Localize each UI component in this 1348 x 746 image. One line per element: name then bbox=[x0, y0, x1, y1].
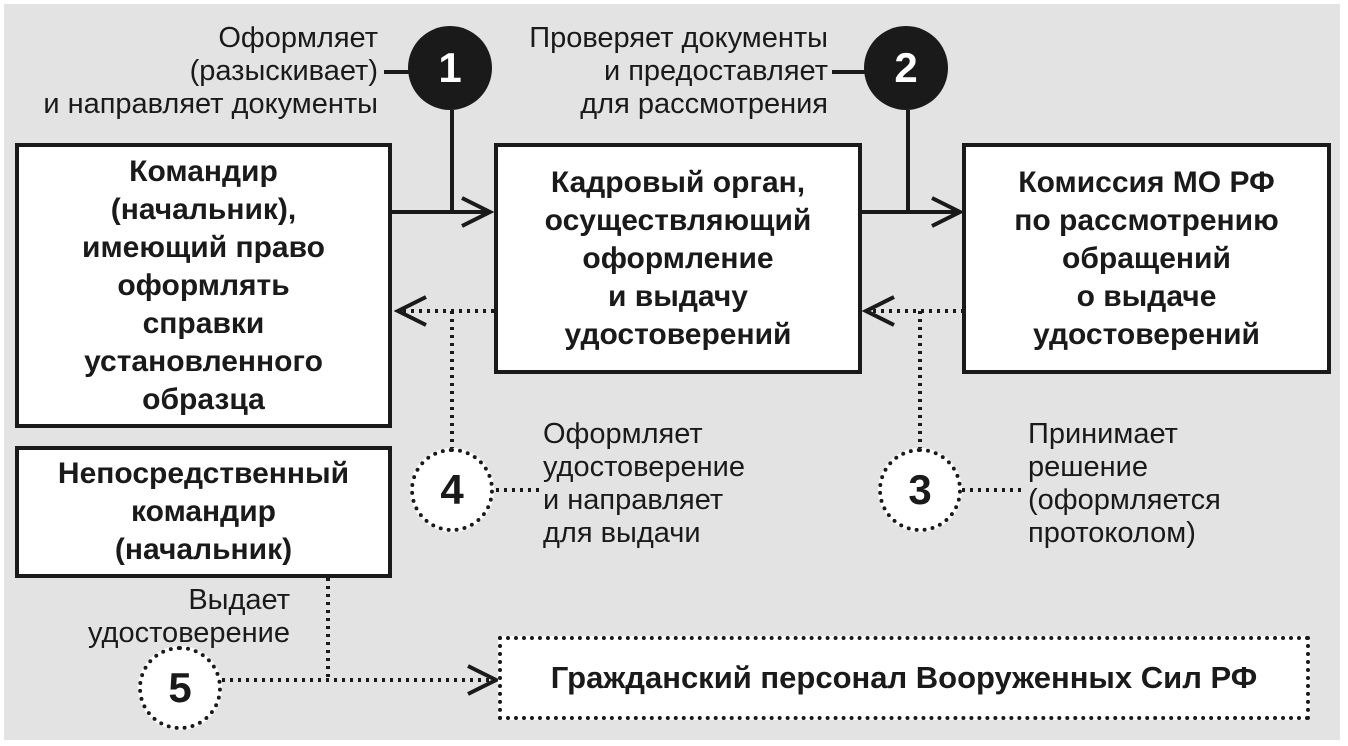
hr-box: Кадровый орган, осуществляющий оформлени… bbox=[494, 143, 862, 374]
commander-box: Командир (начальник), имеющий право офор… bbox=[15, 143, 392, 428]
step-1-circle: 1 bbox=[408, 26, 492, 110]
step-2-description: Проверяет документы и предоставляет для … bbox=[529, 22, 828, 120]
civilian-box: Гражданский персонал Вооруженных Сил РФ bbox=[498, 636, 1310, 720]
step-5-description: Выдает удостоверение bbox=[88, 584, 290, 649]
step-4-number: 4 bbox=[440, 466, 464, 513]
step-2-number: 2 bbox=[894, 44, 918, 91]
arrowhead-civilian bbox=[467, 664, 501, 696]
direct-commander-box-text: Непосредственный командир (начальник) bbox=[57, 457, 350, 566]
arrowhead-commission bbox=[931, 196, 965, 228]
commission-box: Комиссия МО РФ по рассмотрению обращений… bbox=[962, 143, 1331, 374]
step-3-number: 3 bbox=[908, 466, 932, 513]
step-2-circle: 2 bbox=[864, 26, 948, 110]
arrowhead-hr-return bbox=[861, 295, 895, 327]
direct-commander-box: Непосредственный командир (начальник) bbox=[15, 446, 392, 578]
step-4-description: Оформляет удостоверение и направляет для… bbox=[543, 418, 745, 549]
arrowhead-commander bbox=[393, 295, 427, 327]
commander-box-text: Командир (начальник), имеющий право офор… bbox=[82, 154, 325, 416]
commission-box-text: Комиссия МО РФ по рассмотрению обращений… bbox=[1014, 165, 1279, 351]
civilian-box-text: Гражданский персонал Вооруженных Сил РФ bbox=[550, 660, 1258, 695]
step-1-description: Оформляет (разыскивает) и направляет док… bbox=[43, 22, 378, 120]
arrowhead-hr bbox=[461, 196, 495, 228]
step-1-number: 1 bbox=[438, 44, 462, 91]
step-3-circle: 3 bbox=[878, 448, 962, 532]
step-5-number: 5 bbox=[168, 664, 192, 711]
step-4-circle: 4 bbox=[410, 448, 494, 532]
step-3-description: Принимает решение (оформляется протоколо… bbox=[1028, 418, 1221, 549]
step-5-circle: 5 bbox=[138, 646, 222, 730]
hr-box-text: Кадровый орган, осуществляющий оформлени… bbox=[544, 165, 812, 351]
